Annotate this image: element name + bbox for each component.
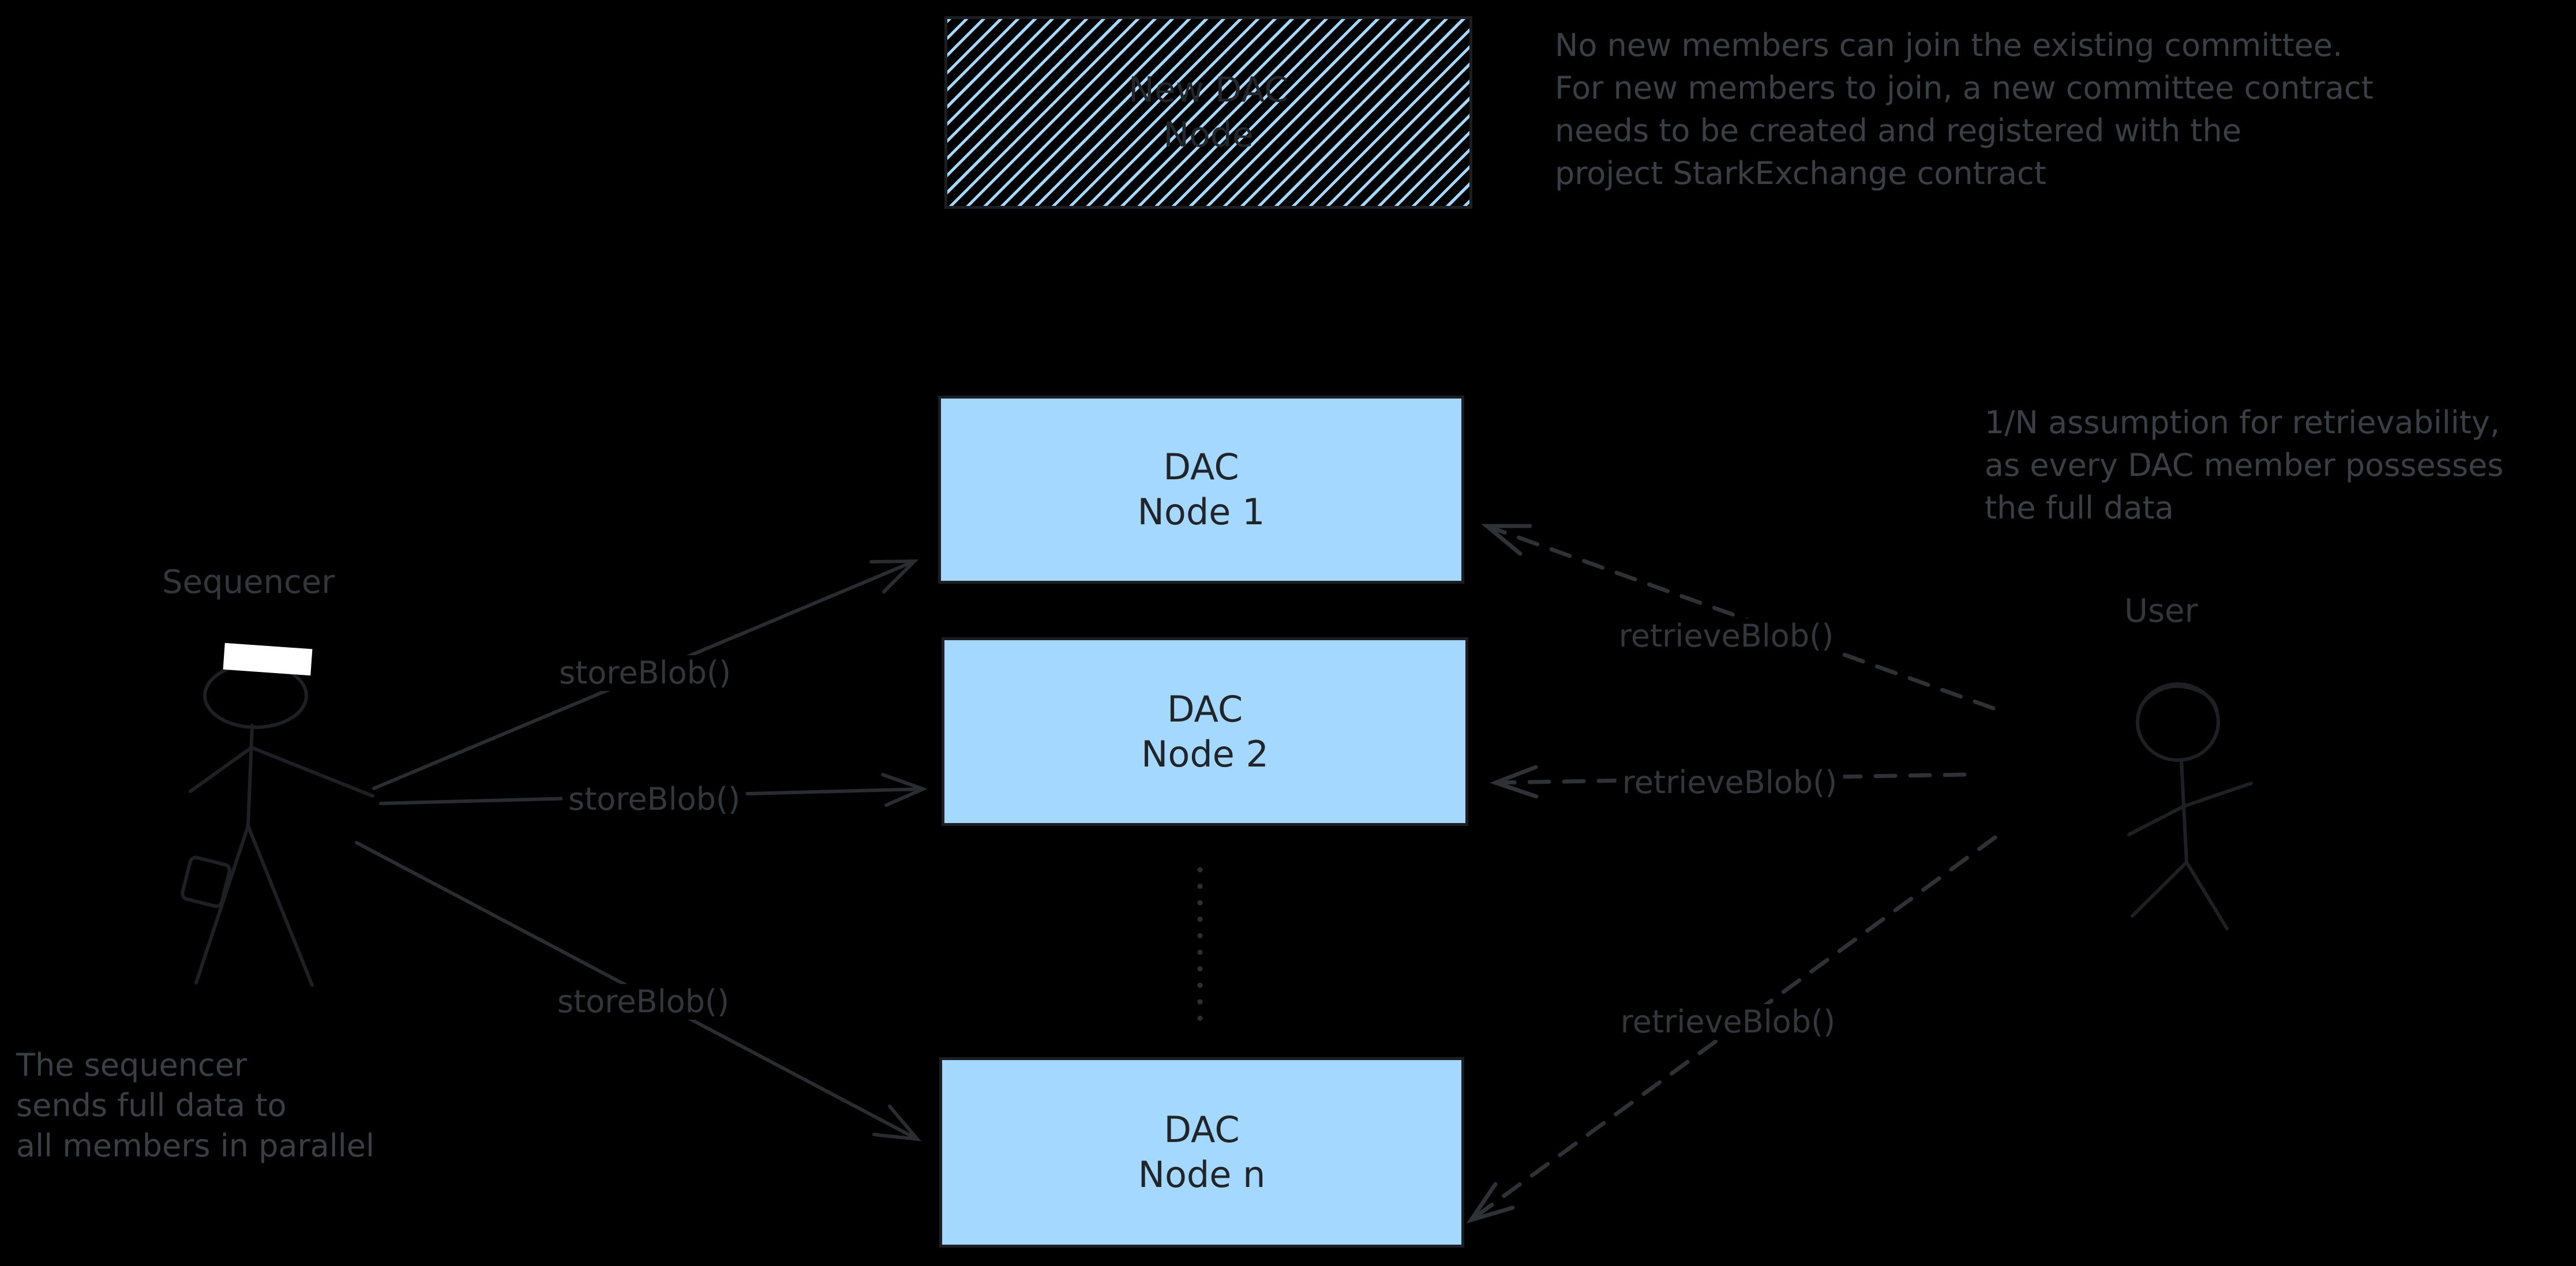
dac-node-n-box: DAC Node n xyxy=(939,1057,1464,1248)
sequencer-label: Sequencer xyxy=(162,563,335,601)
sequencer-hat-icon xyxy=(223,643,313,676)
dac-node-n-label: DAC Node n xyxy=(1138,1109,1266,1196)
dac-node-1-box: DAC Node 1 xyxy=(938,396,1464,584)
store-blob-label-1: storeBlob() xyxy=(553,655,737,691)
dac-node-1-label: DAC Node 1 xyxy=(1137,446,1265,533)
store-blob-label-2: storeBlob() xyxy=(562,782,747,817)
retrieve-blob-label-3: retrieveBlob() xyxy=(1614,1004,1842,1040)
user-label: User xyxy=(2124,592,2198,630)
store-blob-label-3: storeBlob() xyxy=(551,984,736,1020)
new-dac-node-box: New DAC Node xyxy=(944,16,1472,209)
new-dac-node-label: New DAC Node xyxy=(1128,70,1288,155)
retrieve-blob-label-2: retrieveBlob() xyxy=(1616,765,1843,801)
retrieve-blob-label-1: retrieveBlob() xyxy=(1613,618,1840,654)
committee-note: No new members can join the existing com… xyxy=(1555,27,2373,191)
dac-node-2-box: DAC Node 2 xyxy=(942,637,1468,826)
sequencer-note: The sequencer sends full data to all mem… xyxy=(16,1047,374,1164)
retrievability-note: 1/N assumption for retrievability, as ev… xyxy=(1985,404,2504,526)
retrieve-blob-arrow-1 xyxy=(1481,524,1996,711)
dac-node-2-label: DAC Node 2 xyxy=(1141,688,1269,775)
sequencer-figure-icon xyxy=(181,662,374,987)
user-figure-icon xyxy=(2127,682,2253,930)
retrieve-blob-arrow-2 xyxy=(1489,765,1967,799)
